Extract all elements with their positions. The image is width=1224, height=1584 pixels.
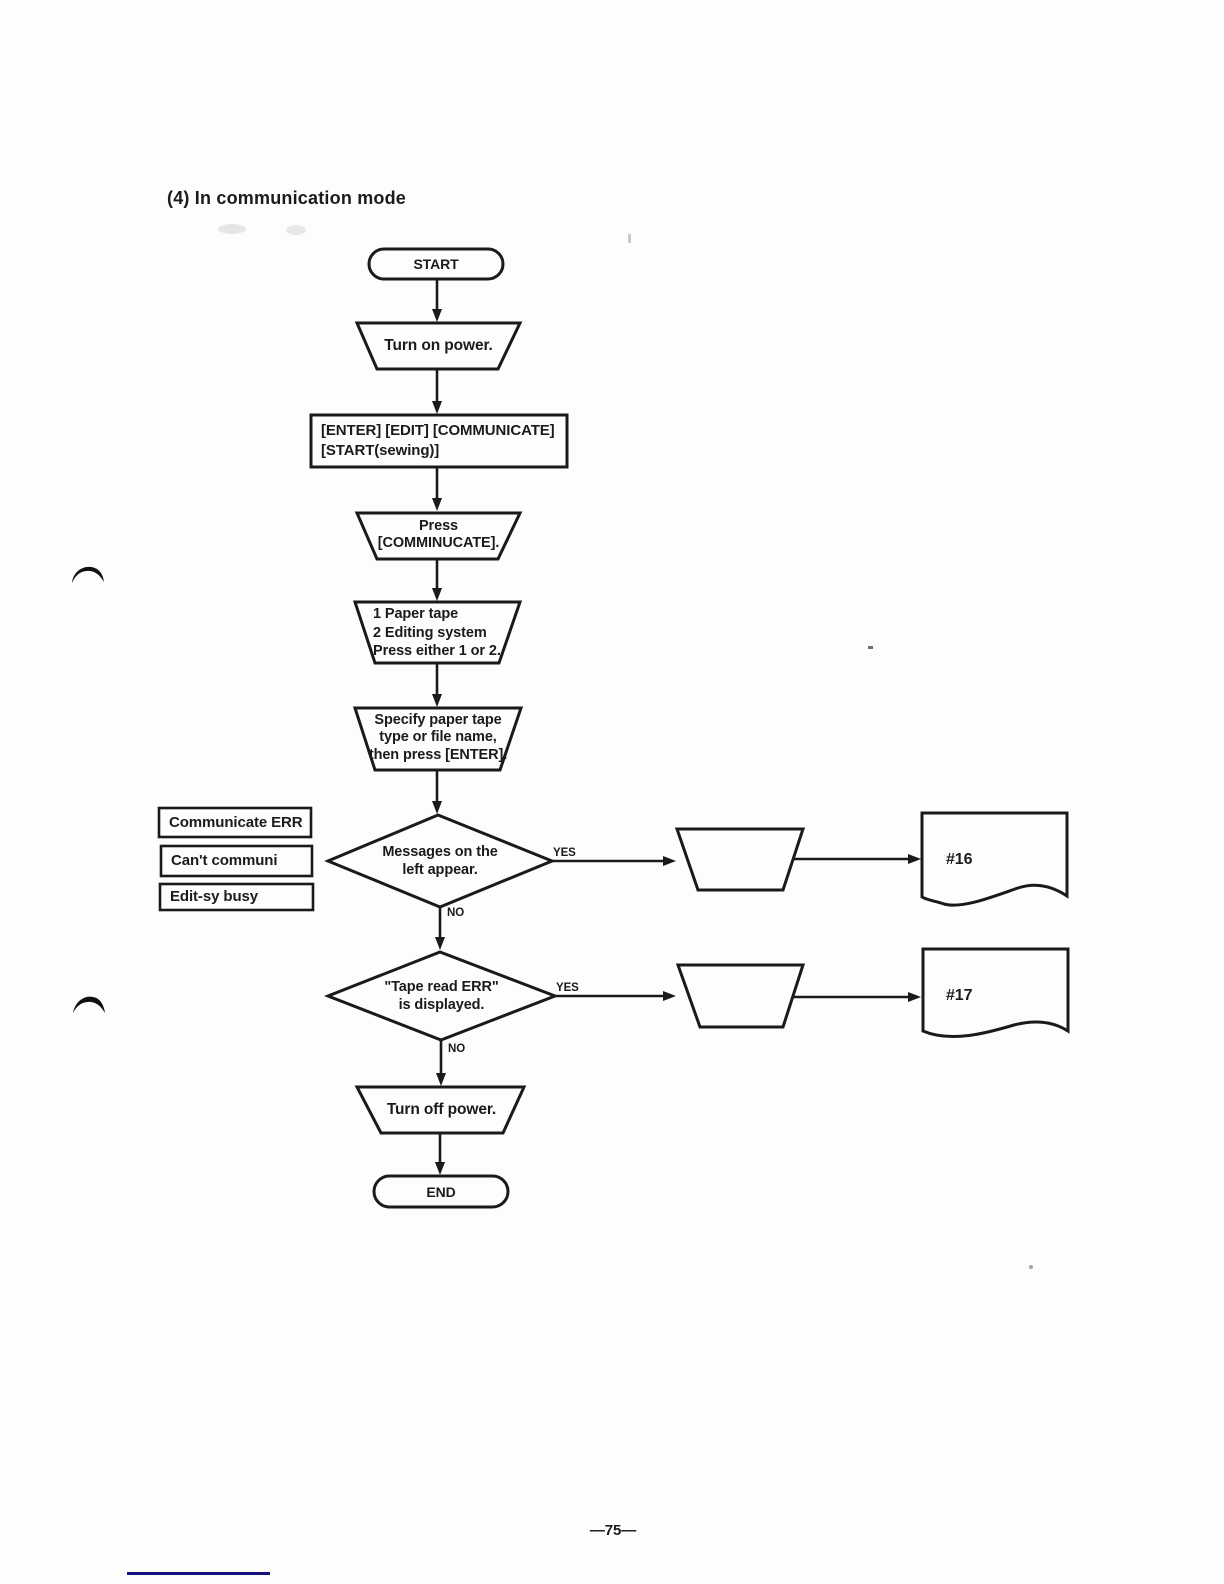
- error-box-3: [158, 882, 315, 912]
- pen-mark-icon: [73, 996, 105, 1013]
- arrowhead: [432, 309, 442, 322]
- decision-messages-label: Messages on the left appear.: [382, 844, 498, 878]
- arrowhead: [432, 401, 442, 414]
- turn-on-power-trapezoid: [354, 321, 523, 371]
- error-box-1: [157, 806, 313, 839]
- page-number: —75—: [589, 1522, 637, 1539]
- key-list-label: [ENTER] [EDIT] [COMMUNICATE] [START(sewi…: [321, 422, 555, 459]
- turn-off-power-label: Turn off power.: [386, 1101, 497, 1118]
- arrowhead: [432, 694, 442, 707]
- turn-on-power-label: Turn on power.: [384, 337, 493, 354]
- scan-speck: [868, 646, 873, 649]
- error-box-1-label: Communicate ERR: [169, 814, 303, 831]
- scan-speck: [1029, 1265, 1033, 1269]
- key-list-box: [309, 413, 569, 469]
- yes-label-1: YES: [553, 847, 576, 859]
- start-terminator: [367, 247, 505, 281]
- yes-label-2: YES: [556, 982, 579, 994]
- arrowhead: [908, 854, 921, 864]
- flow-connectors: [435, 279, 909, 1163]
- doc-ref-17-label: #17: [946, 987, 973, 1004]
- arrowhead: [432, 498, 442, 511]
- tape-menu-trapezoid: [352, 600, 523, 665]
- error-boxes: [157, 806, 315, 912]
- error-box-3-label: Edit-sy busy: [170, 888, 258, 905]
- scan-speck: [628, 234, 631, 243]
- arrowhead: [432, 588, 442, 601]
- start-label: START: [413, 256, 459, 272]
- margin-line-blue: [127, 1572, 270, 1575]
- arrowheads: [432, 309, 921, 1175]
- scan-smudge: [286, 225, 306, 235]
- arrowhead: [663, 856, 676, 866]
- margin-pen-marks: [72, 566, 105, 1013]
- doc-ref-16-label: #16: [946, 851, 973, 868]
- manual-op-trapezoid-1: [674, 827, 806, 892]
- flow-nodes: [309, 247, 1070, 1209]
- specify-tape-label: Specify paper tape type or file name, th…: [368, 711, 508, 763]
- error-box-2: [159, 844, 314, 878]
- end-label: END: [426, 1183, 456, 1200]
- press-communicate-trapezoid: [354, 511, 523, 561]
- no-label-2: NO: [448, 1043, 466, 1055]
- press-communicate-label: Press [COMMINUCATE].: [377, 518, 500, 551]
- arrowhead: [908, 992, 921, 1002]
- manual-op-trapezoid-2: [675, 963, 806, 1029]
- scan-specks: [218, 224, 1033, 1269]
- arrowhead: [435, 1162, 445, 1175]
- arrowhead: [663, 991, 676, 1001]
- specify-tape-trapezoid: [352, 706, 524, 772]
- arrowhead: [435, 937, 445, 950]
- error-box-2-label: Can't communi: [171, 852, 278, 869]
- page-title: (4) In communication mode: [167, 188, 407, 208]
- pen-mark-icon: [72, 566, 104, 583]
- document-16-shape: [920, 811, 1069, 907]
- end-terminator: [372, 1174, 510, 1209]
- document-17-shape: [921, 947, 1070, 1039]
- arrowhead: [432, 801, 442, 814]
- scan-smudge: [218, 224, 246, 234]
- decision-tape-err-diamond: [323, 950, 560, 1042]
- no-label-1: NO: [447, 907, 465, 919]
- tape-menu-label: 1 Paper tape 2 Editing system Press eith…: [373, 606, 501, 659]
- turn-off-power-trapezoid: [354, 1085, 527, 1135]
- decision-tape-err-label: "Tape read ERR" is displayed.: [384, 979, 499, 1013]
- arrowhead: [436, 1073, 446, 1086]
- decision-messages-diamond: [324, 813, 556, 909]
